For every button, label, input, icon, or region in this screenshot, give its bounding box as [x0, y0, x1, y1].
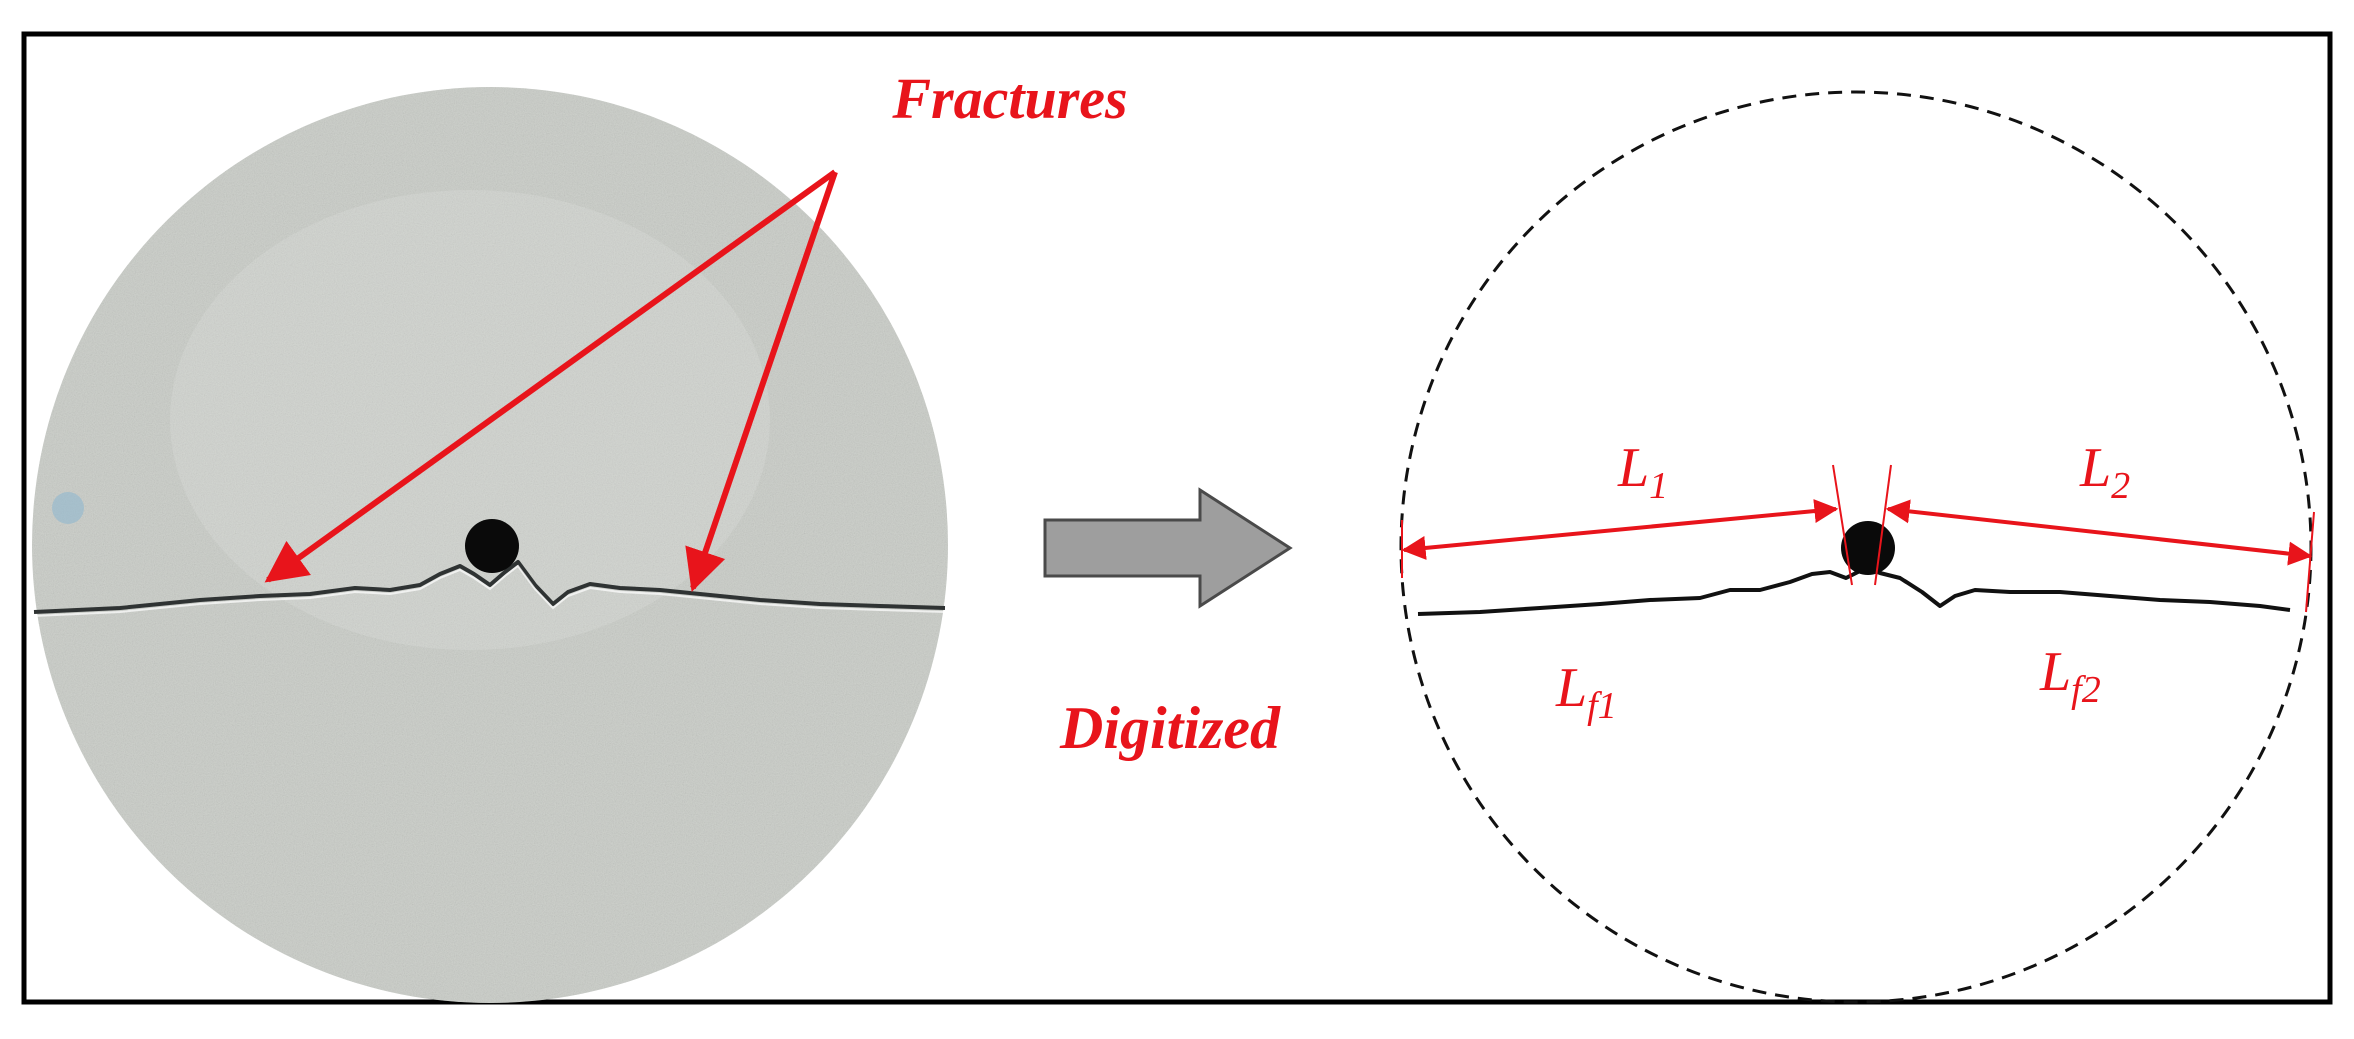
lf2-label: Lf2: [2039, 641, 2101, 711]
specimen-stain: [52, 492, 84, 524]
l2-dimension-line: [1885, 499, 2313, 566]
l1-dimension-line: [1401, 499, 1839, 560]
fractures-label: Fractures: [891, 66, 1127, 131]
l2-label: L2: [2079, 437, 2130, 507]
fractures-pointer-left: [264, 169, 837, 583]
specimen-fracture-gap: [33, 564, 946, 617]
specimen-photo: [32, 87, 948, 1003]
borehole-tangent-left: [1832, 464, 1853, 586]
digitize-arrow: Digitized: [1043, 487, 1293, 761]
borehole-tangent-right: [1874, 464, 1892, 586]
fractures-annotation: Fractures: [264, 66, 1128, 592]
l2-end-tick: [2305, 511, 2315, 613]
borehole: [465, 519, 519, 573]
specimen-shading: [170, 190, 770, 650]
fractures-pointer-right: [685, 171, 838, 592]
digitized-label: Digitized: [1059, 695, 1281, 761]
specimen-fracture-left: [33, 560, 946, 614]
arrow-right-icon: [1043, 487, 1293, 609]
digitized-schematic: L1 L2 Lf1 Lf2: [1399, 90, 2315, 1004]
lf1-label: Lf1: [1555, 657, 1617, 727]
l1-label: L1: [1617, 437, 1668, 507]
